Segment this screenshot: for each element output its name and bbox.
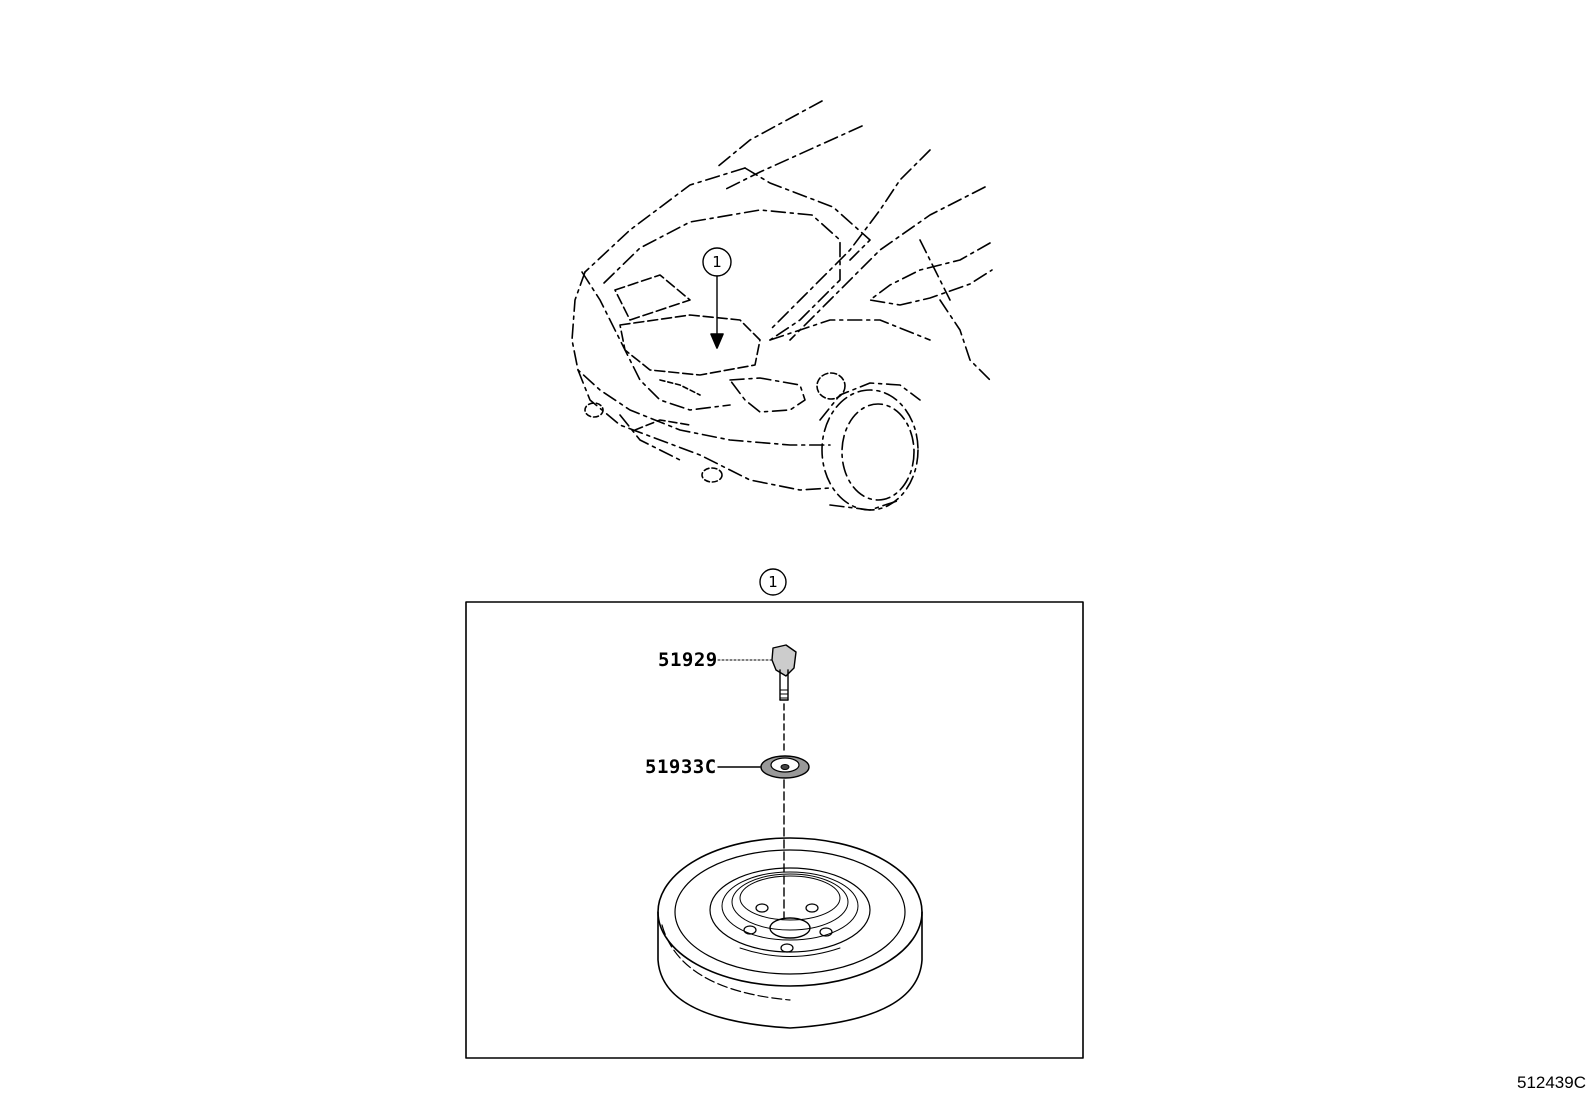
top-callout-arrowhead [710, 333, 724, 349]
top-callout-number: 1 [712, 253, 722, 271]
box-callout-circle [759, 568, 787, 596]
part-label-washer: 51933C [645, 756, 717, 778]
detail-box [465, 601, 1084, 1059]
figure-id: 512439C [1516, 1073, 1586, 1092]
box-callout-number: 1 [768, 573, 778, 591]
top-callout [702, 247, 732, 349]
washer-part [760, 755, 810, 779]
car-rear-illustration [571, 100, 993, 511]
spare-tire [657, 837, 923, 1029]
part-label-bolt: 51929 [658, 649, 718, 671]
bolt-part [771, 644, 797, 701]
